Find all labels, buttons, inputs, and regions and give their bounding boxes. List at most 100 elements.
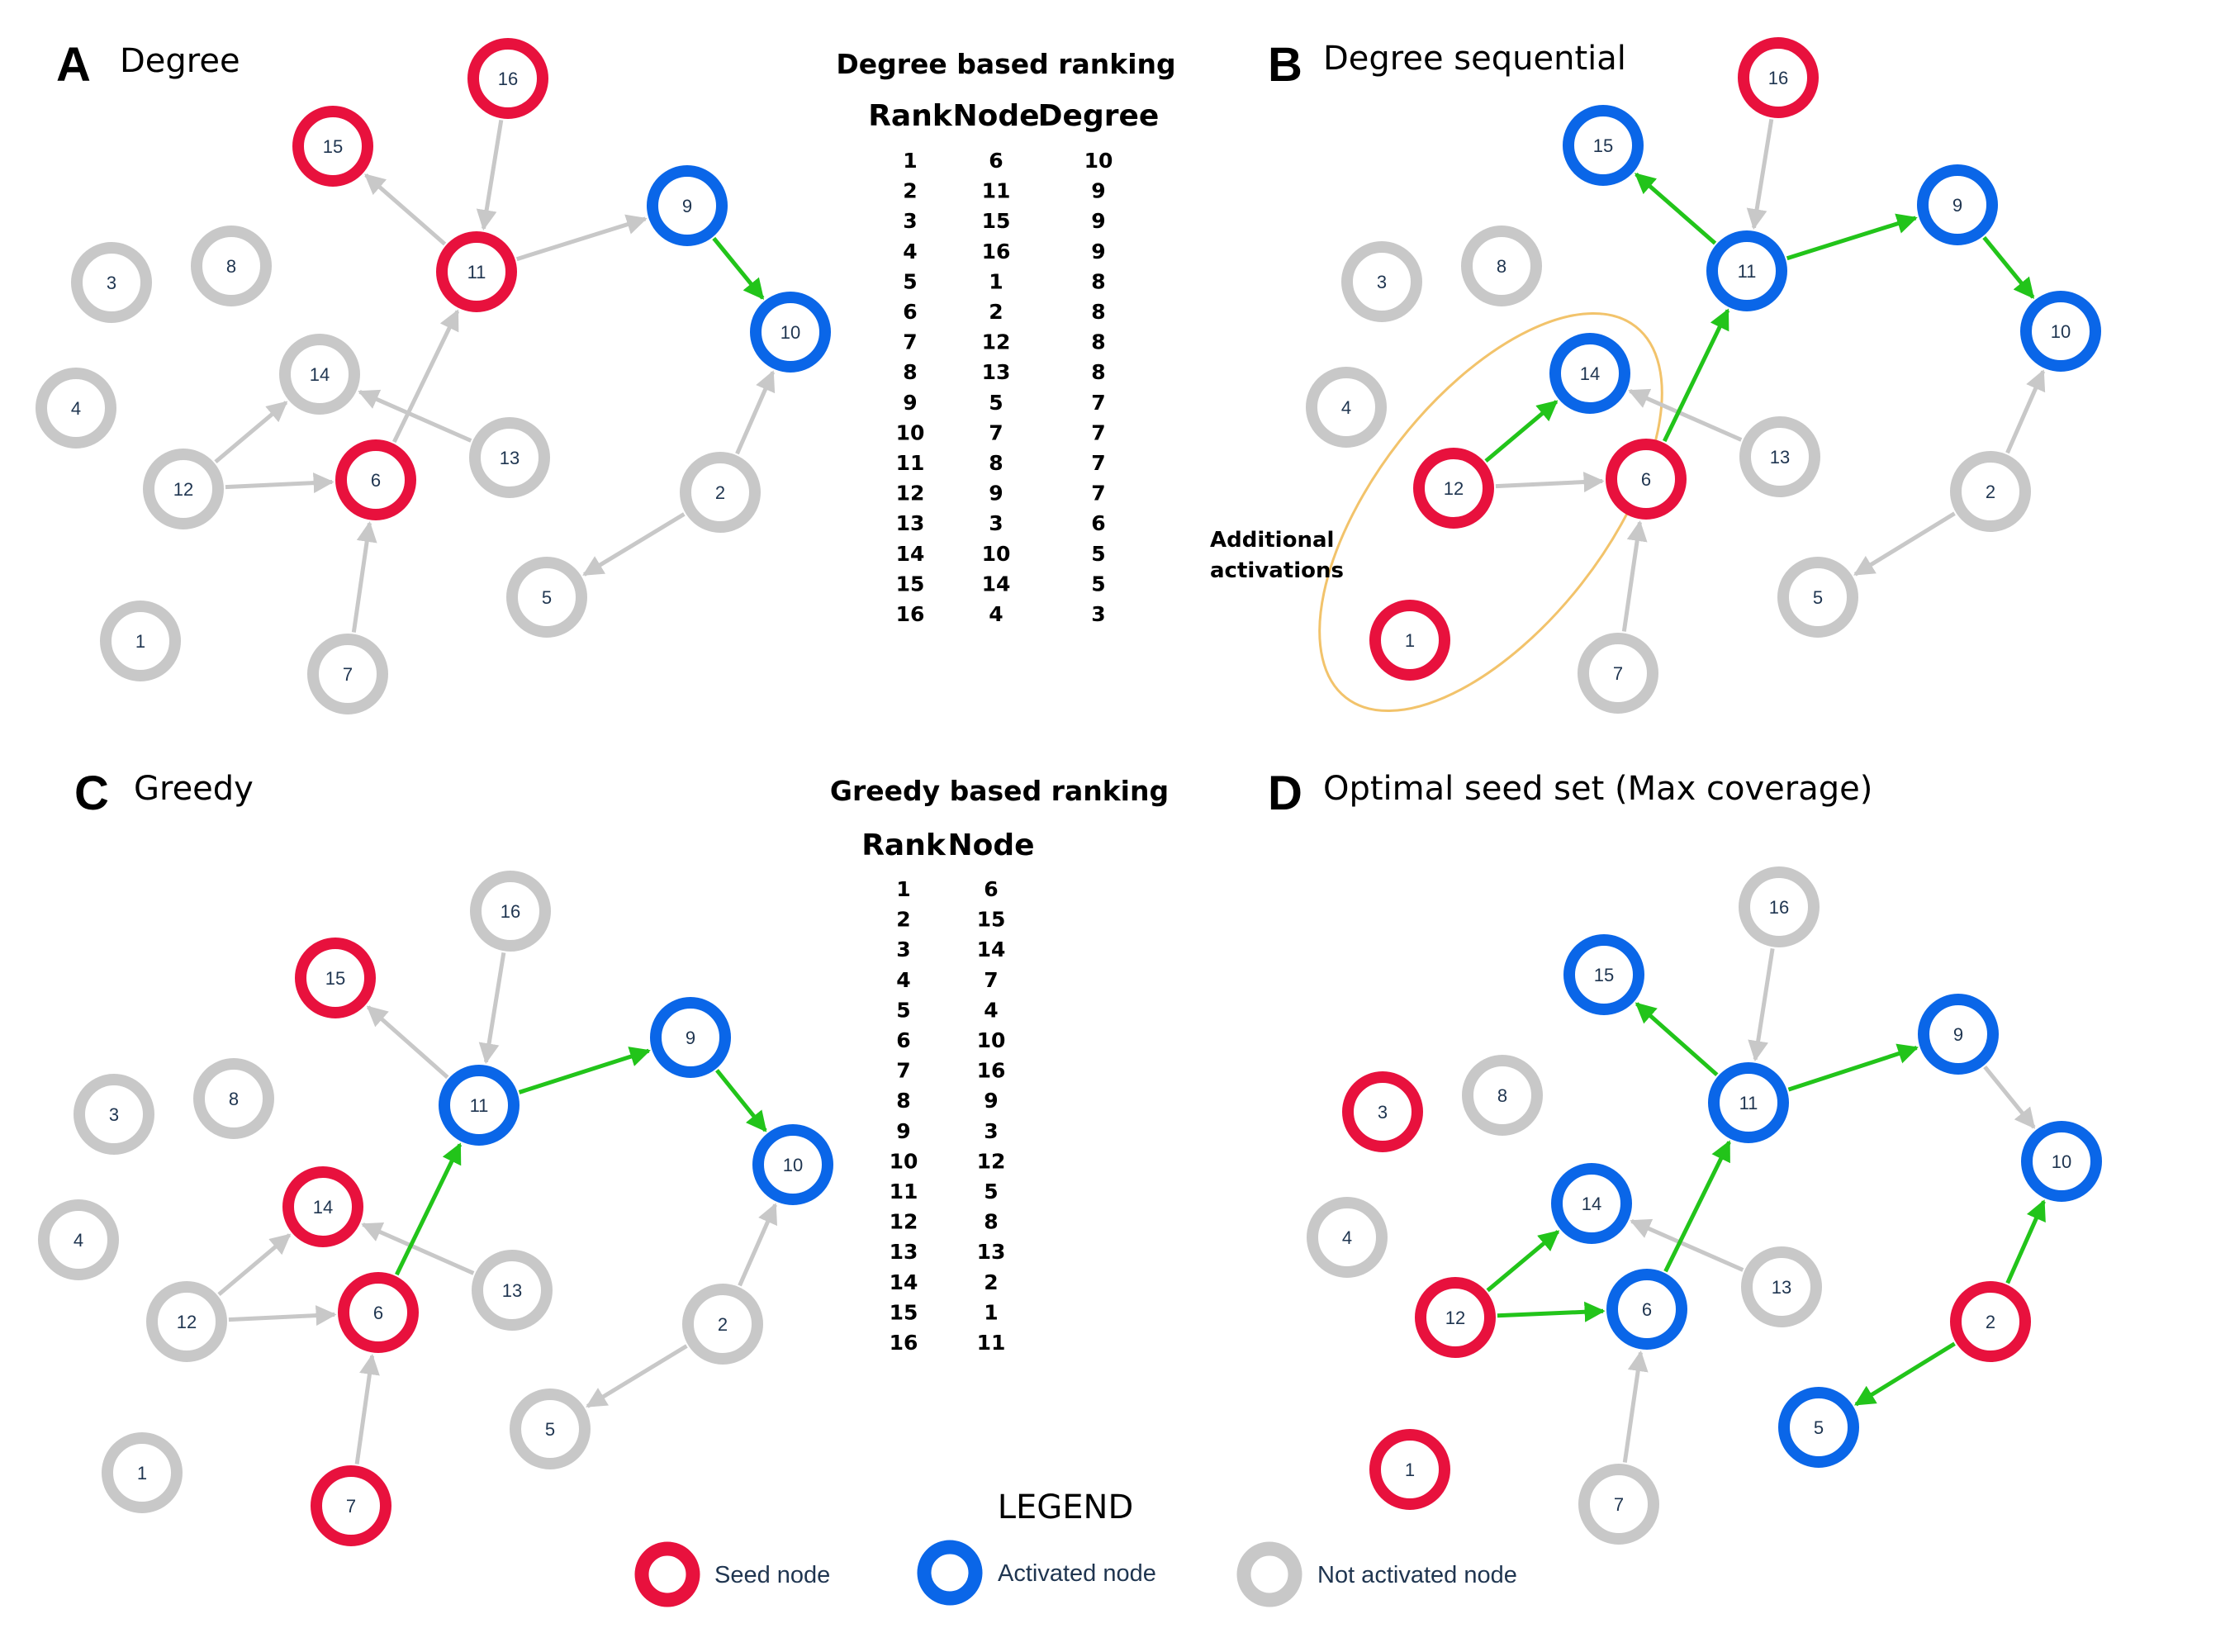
table-cell: 12 — [890, 1210, 918, 1234]
panel-b-title: Degree sequential — [1323, 40, 1626, 78]
node-2-ring — [1950, 1281, 2031, 1362]
table-cell: 6 — [903, 300, 917, 324]
table-cell: 2 — [896, 908, 910, 932]
node-1: 1 — [1369, 600, 1450, 681]
edge-7-to-6 — [1621, 520, 1648, 632]
table-cell: 13 — [977, 1240, 1006, 1264]
table-cell: 5 — [903, 269, 917, 293]
node-8-ring — [191, 225, 272, 306]
node-16-label: 16 — [1769, 897, 1789, 918]
node-1-label: 1 — [137, 1463, 147, 1483]
panel-d-edges — [1486, 948, 2046, 1463]
node-16: 16 — [1738, 37, 1819, 118]
node-2: 2 — [682, 1284, 763, 1365]
node-4-label: 4 — [74, 1230, 83, 1251]
edge-12-to-14 — [1484, 400, 1559, 463]
node-9-ring — [1917, 164, 1998, 245]
node-12: 12 — [1415, 1277, 1496, 1358]
legend-title: LEGEND — [998, 1488, 1134, 1526]
node-16-label: 16 — [498, 69, 518, 89]
node-15-ring — [295, 938, 376, 1018]
table-cell: 9 — [1091, 179, 1105, 203]
table-cell: 16 — [977, 1059, 1006, 1083]
table-cell: 4 — [989, 602, 1003, 626]
node-9-label: 9 — [682, 196, 692, 216]
node-12-ring — [1413, 448, 1494, 529]
node-5: 5 — [506, 557, 587, 638]
node-15-label: 15 — [323, 136, 343, 157]
edge-11-to-9 — [1787, 1043, 1919, 1092]
table-cell: 9 — [896, 1119, 910, 1143]
node-3-ring — [71, 242, 152, 323]
edge-2-to-5 — [1854, 1341, 1956, 1407]
node-14: 14 — [1551, 1163, 1632, 1244]
table-cell: 8 — [984, 1210, 998, 1234]
node-4: 4 — [38, 1199, 119, 1280]
node-4: 4 — [1306, 367, 1387, 448]
node-11-label: 11 — [1739, 1093, 1758, 1113]
edge-2-to-10 — [738, 1203, 778, 1287]
table-cell: 3 — [1091, 602, 1105, 626]
table-cell: 10 — [982, 542, 1011, 566]
table-cell: 2 — [903, 179, 917, 203]
table-cell: 15 — [890, 1300, 918, 1324]
node-10: 10 — [752, 1124, 833, 1205]
node-1-ring — [100, 601, 181, 681]
legend-inactive-symbol — [1236, 1541, 1302, 1607]
table-cell: 11 — [890, 1180, 918, 1203]
edge-16-to-11 — [476, 119, 504, 231]
node-9-ring — [647, 165, 728, 246]
node-8: 8 — [193, 1058, 274, 1139]
node-3-ring — [74, 1074, 154, 1155]
table-cell: 8 — [1091, 269, 1105, 293]
node-5-label: 5 — [1813, 587, 1823, 608]
table-cell: 11 — [896, 451, 925, 475]
node-10-label: 10 — [783, 1155, 803, 1175]
greedy-table-title: Greedy based ranking — [830, 775, 1169, 807]
node-2: 2 — [1950, 451, 2031, 532]
node-15-label: 15 — [325, 968, 345, 989]
node-5-ring — [1777, 557, 1858, 638]
edge-6-to-11 — [391, 309, 460, 444]
table-cell: 6 — [896, 1028, 910, 1052]
node-5: 5 — [1778, 1387, 1859, 1468]
additional-activations-note-line1: Additional — [1210, 528, 1334, 553]
table-cell: 7 — [896, 1059, 910, 1083]
node-1-label: 1 — [135, 631, 145, 652]
node-14-label: 14 — [1582, 1194, 1601, 1214]
edge-12-to-14 — [214, 401, 288, 464]
table-cell: 8 — [1091, 360, 1105, 384]
node-10-label: 10 — [2052, 1151, 2071, 1172]
node-13-ring — [469, 417, 550, 498]
degree-table-header-rank: Rank — [868, 99, 953, 133]
table-cell: 8 — [903, 360, 917, 384]
table-cell: 5 — [984, 1180, 998, 1203]
node-6-label: 6 — [371, 470, 381, 491]
table-cell: 15 — [982, 209, 1011, 233]
table-row: 12 8 — [890, 1210, 999, 1234]
node-14-ring — [279, 334, 360, 415]
node-15: 15 — [295, 938, 376, 1018]
node-2-label: 2 — [718, 1314, 728, 1335]
edge-16-to-11 — [1748, 948, 1775, 1062]
node-11-ring — [439, 1065, 520, 1146]
panel-c-edges — [217, 952, 778, 1464]
node-12-ring — [1415, 1277, 1496, 1358]
